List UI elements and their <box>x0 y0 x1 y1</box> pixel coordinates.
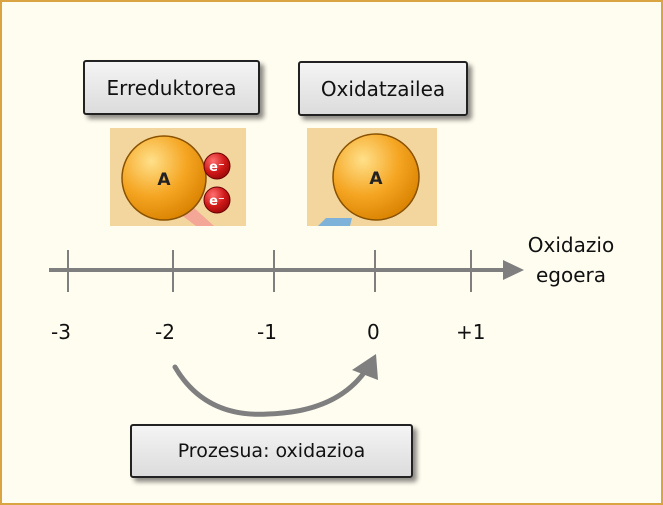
axis-title-line-1: Oxidazio <box>527 233 615 257</box>
oxidizer-atom-label: A <box>369 169 383 189</box>
electron-1 <box>203 152 231 180</box>
electron-1-label: e⁻ <box>209 160 225 175</box>
electron-2-label: e⁻ <box>209 194 225 209</box>
reducer-atom-label: A <box>157 170 171 190</box>
tick-label-zero: 0 <box>367 320 380 344</box>
process-label-box: Prozesua: oxidazioa <box>130 424 413 478</box>
electron-2 <box>203 186 231 214</box>
tick-label-plus-1: +1 <box>456 320 486 344</box>
axis-title: Oxidazio egoera <box>516 230 626 290</box>
process-arrow-head <box>352 354 378 380</box>
process-label: Prozesua: oxidazioa <box>177 440 366 462</box>
tick-label-minus-2: -2 <box>155 320 175 344</box>
oxidizer-label-box: Oxidatzailea <box>298 61 468 116</box>
oxidizer-illustration: A <box>307 128 437 226</box>
reducer-label-box: Erreduktorea <box>83 60 260 115</box>
oxidizer-atom <box>332 133 420 221</box>
reducer-atom <box>121 135 207 221</box>
process-arrow <box>172 354 378 417</box>
reducer-illustration: A e⁻ e⁻ <box>110 128 246 226</box>
axis-title-line-2: egoera <box>535 263 607 287</box>
reducer-label: Erreduktorea <box>106 75 237 100</box>
axis-arrowhead <box>503 260 524 280</box>
number-line <box>49 250 524 292</box>
tick-label-minus-3: -3 <box>51 320 71 344</box>
oxidizer-blue-tab <box>318 218 352 226</box>
tick-label-minus-1: -1 <box>257 320 277 344</box>
process-arrow-curve <box>172 364 369 417</box>
oxidizer-label: Oxidatzailea <box>320 76 446 101</box>
